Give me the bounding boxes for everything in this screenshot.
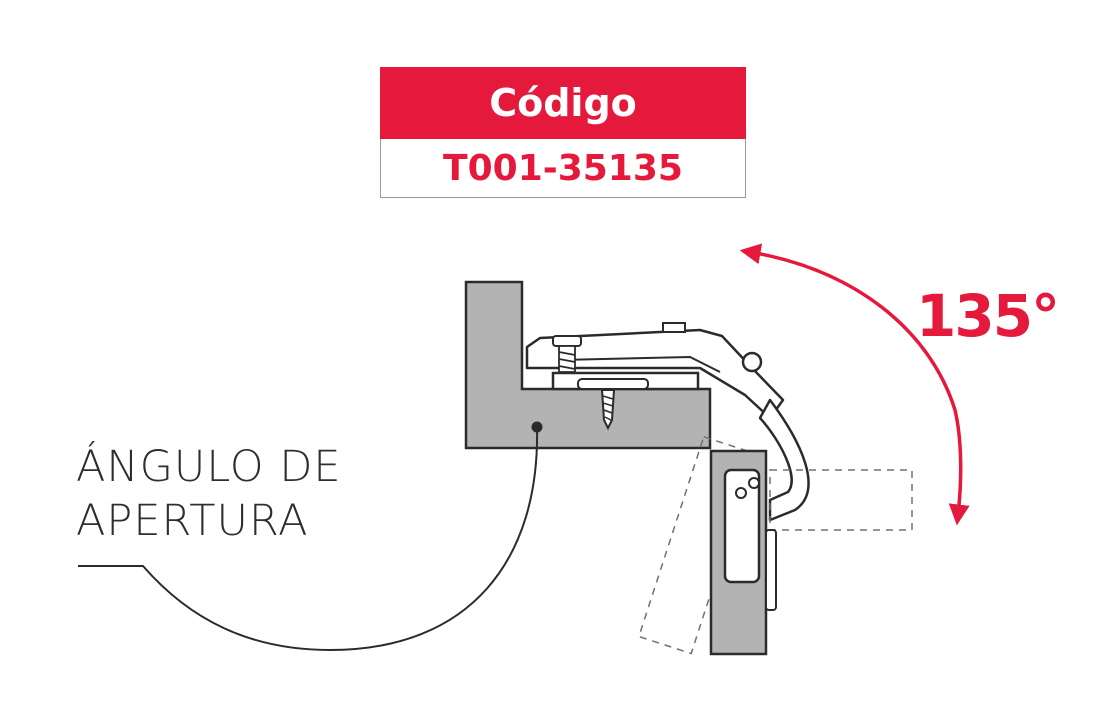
wood-screw [600, 389, 616, 431]
caption-line-1: ÁNGULO DE [76, 442, 342, 492]
adjustment-screw-head [552, 335, 582, 347]
hinge-cup-plate [765, 529, 777, 611]
cup-screw-hole-1 [748, 477, 760, 489]
code-header-background [380, 67, 746, 139]
pivot-screw [741, 351, 763, 373]
caption-line-2: APERTURA [76, 496, 309, 546]
opening-angle-value: 135° [916, 282, 1060, 350]
plate-slot [577, 378, 649, 390]
adjustment-screw-thread [558, 345, 576, 373]
hinge-arm-inner-line [559, 355, 721, 373]
code-label: Código [489, 81, 637, 125]
screw-thread [602, 395, 614, 421]
product-code: T001-35135 [380, 139, 746, 198]
hinge-knuckle [758, 398, 810, 522]
cabinet-side-panel [464, 280, 712, 450]
opening-angle-arrow [739, 243, 970, 526]
cup-screw-hole-2 [735, 487, 747, 499]
angle-caption: ÁNGULO DE APERTURA [76, 440, 342, 548]
leader-line [78, 426, 539, 652]
arm-tab [662, 322, 686, 333]
